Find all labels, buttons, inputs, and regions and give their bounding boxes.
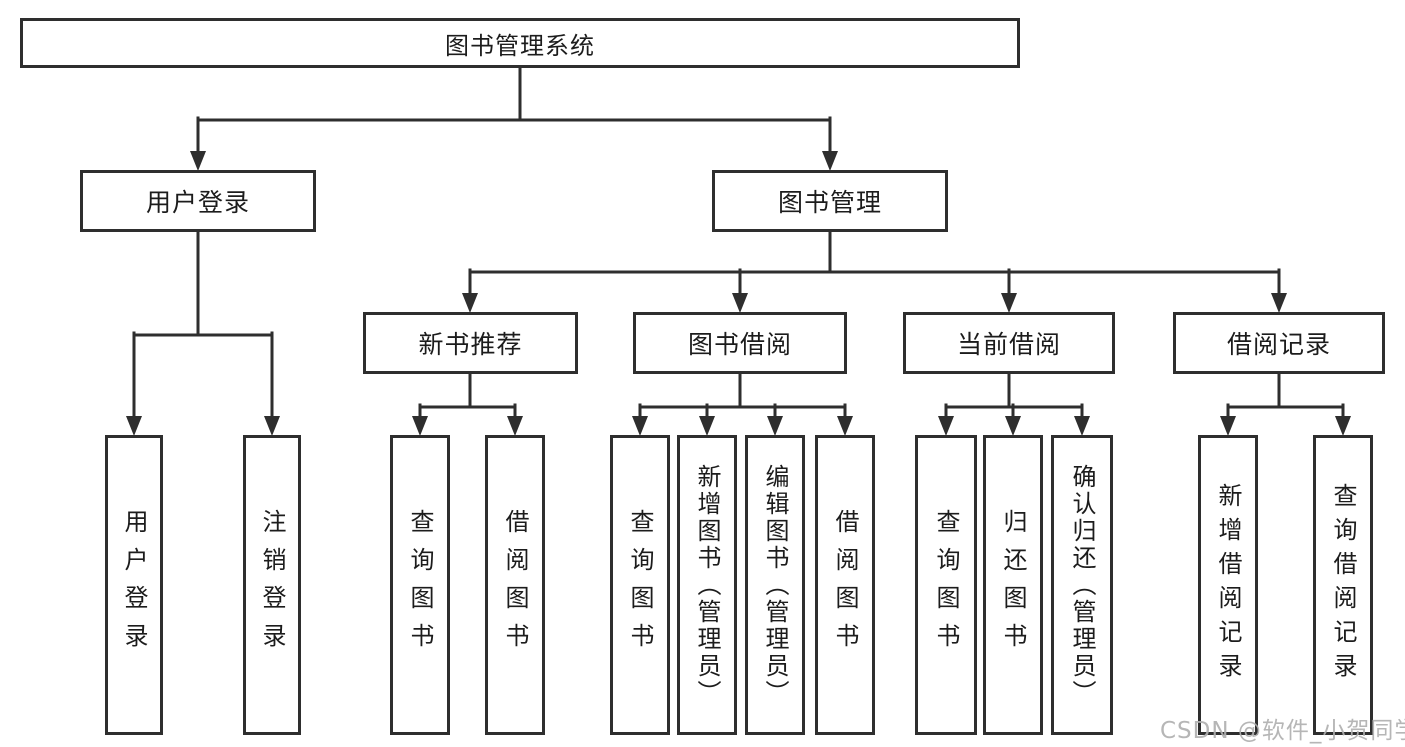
leaf-add-borrow-record: 新增借阅记录 — [1198, 435, 1258, 735]
leaf-borrowing-borrow-books-label: 借阅图书 — [831, 509, 859, 661]
node-book-borrowing: 图书借阅 — [633, 312, 847, 374]
node-current-borrowing: 当前借阅 — [903, 312, 1115, 374]
leaf-current-query-books-label: 查询图书 — [932, 509, 960, 661]
node-current-borrowing-label: 当前借阅 — [956, 330, 1061, 359]
node-book-management-label: 图书管理 — [777, 188, 882, 217]
node-borrowing-records: 借阅记录 — [1173, 312, 1385, 374]
leaf-recommend-borrow-books-label: 借阅图书 — [501, 509, 529, 661]
node-library-system: 图书管理系统 — [20, 18, 1020, 68]
leaf-edit-book-admin-label: 编辑图书（管理员） — [761, 463, 789, 707]
node-borrowing-records-label: 借阅记录 — [1226, 330, 1331, 359]
leaf-borrowing-query-books: 查询图书 — [610, 435, 670, 735]
leaf-current-query-books: 查询图书 — [915, 435, 977, 735]
node-user-login-branch-label: 用户登录 — [145, 188, 250, 217]
leaf-confirm-return-admin-label: 确认归还（管理员） — [1068, 463, 1096, 707]
csdn-watermark: CSDN @软件_小贺同学 — [1160, 718, 1405, 744]
arrowheads — [126, 151, 1351, 436]
leaf-confirm-return-admin: 确认归还（管理员） — [1051, 435, 1113, 735]
node-user-login-branch: 用户登录 — [80, 170, 316, 232]
leaf-query-borrow-record: 查询借阅记录 — [1313, 435, 1373, 735]
leaf-recommend-query-books-label: 查询图书 — [406, 509, 434, 661]
leaf-add-book-admin: 新增图书（管理员） — [677, 435, 737, 735]
leaf-logout-label: 注销登录 — [258, 509, 286, 661]
node-library-system-label: 图书管理系统 — [445, 31, 595, 60]
leaf-user-login-label: 用户登录 — [120, 509, 148, 661]
leaf-return-books-label: 归还图书 — [999, 509, 1027, 661]
leaf-user-login: 用户登录 — [105, 435, 163, 735]
leaf-recommend-borrow-books: 借阅图书 — [485, 435, 545, 735]
leaf-edit-book-admin: 编辑图书（管理员） — [745, 435, 805, 735]
leaf-recommend-query-books: 查询图书 — [390, 435, 450, 735]
node-book-management: 图书管理 — [712, 170, 948, 232]
leaf-add-book-admin-label: 新增图书（管理员） — [693, 463, 721, 707]
node-book-borrowing-label: 图书借阅 — [687, 330, 792, 359]
leaf-add-borrow-record-label: 新增借阅记录 — [1214, 483, 1242, 687]
node-new-book-recommend: 新书推荐 — [363, 312, 578, 374]
leaf-return-books: 归还图书 — [983, 435, 1043, 735]
leaf-query-borrow-record-label: 查询借阅记录 — [1329, 483, 1357, 687]
node-new-book-recommend-label: 新书推荐 — [418, 330, 523, 359]
leaf-borrowing-query-books-label: 查询图书 — [626, 509, 654, 661]
leaf-logout: 注销登录 — [243, 435, 301, 735]
leaf-borrowing-borrow-books: 借阅图书 — [815, 435, 875, 735]
